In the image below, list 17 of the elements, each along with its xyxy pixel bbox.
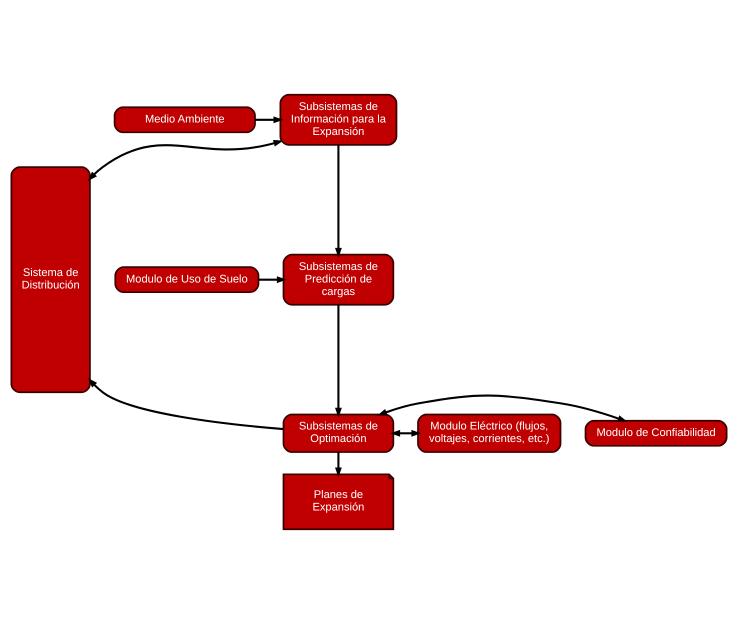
arrow (88, 378, 284, 430)
node-box: Subsistemas de Información para la Expansión (280, 93, 398, 146)
arrow (335, 452, 342, 477)
node-box: Modulo Eléctrico (flujos, voltajes, corrientes, etc.) (417, 413, 562, 452)
arrow (258, 276, 287, 283)
arrow (255, 116, 284, 123)
arrow (335, 304, 342, 418)
arrow (390, 429, 422, 436)
node-box: Subsistemas de Optimación (282, 413, 394, 452)
node-box: Subsistemas de Predicción de cargas (282, 253, 394, 306)
node-box: Modulo de Uso de Suelo (114, 266, 260, 293)
arrow (88, 139, 284, 181)
arrow (377, 394, 628, 422)
arrow (335, 144, 342, 258)
node-box: Medio Ambiente (114, 106, 256, 133)
node-box: Sistema de Distribución (10, 166, 91, 393)
node-box: Modulo de Confiabilidad (584, 419, 728, 446)
